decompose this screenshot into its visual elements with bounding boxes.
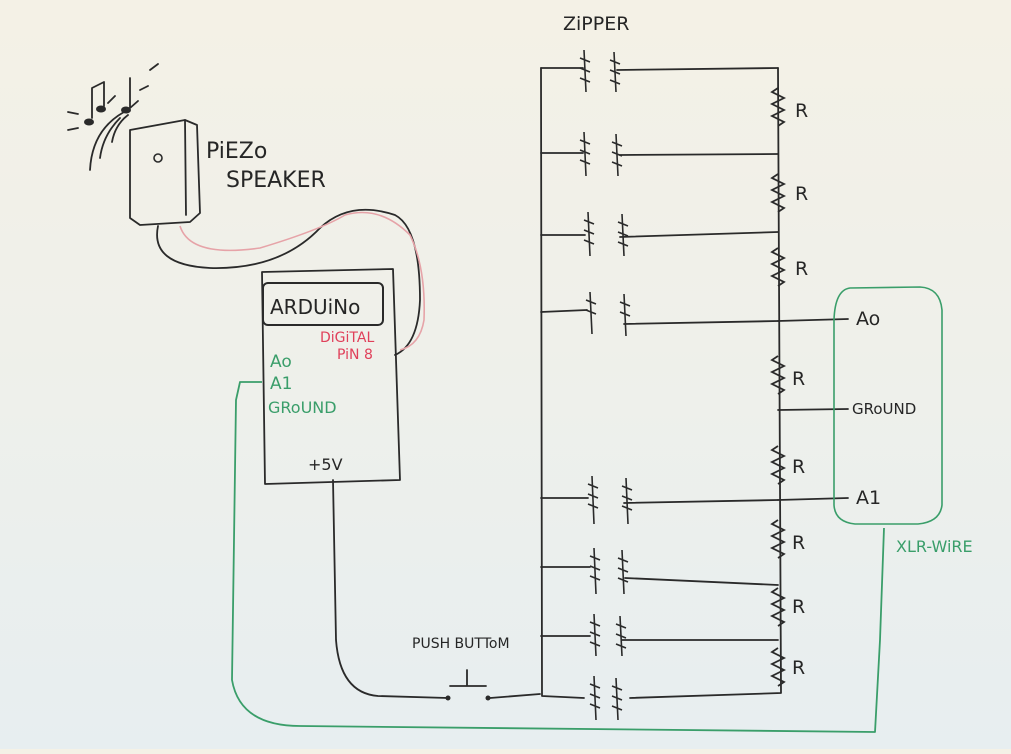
resistor-label: R [792,368,805,390]
pin-a1-label: A1 [270,374,292,394]
ground-pin-label: GRoUND [268,398,337,417]
piezo-wire-black [156,208,421,356]
xlr-ground-label: GRoUND [852,400,916,418]
digital-label: DiGiTAL [320,330,374,346]
resistor-label: R [792,532,805,554]
resistors [769,87,787,687]
arduino-board [261,268,401,485]
tap-a0-wire [777,318,849,322]
resistor-label: R [795,258,808,280]
push-button-label: PUSH BUTToM [412,636,510,652]
arduino-label: ARDUiNo [270,295,360,319]
xlr-a0-label: Ao [856,308,880,330]
resistor-label: R [792,456,805,478]
green-a1-wire [231,381,885,733]
zipper-label: ZiPPER [563,13,629,35]
xlr-a1-label: A1 [856,487,881,509]
resistor-label: R [792,596,805,618]
zipper-teeth [579,49,633,721]
plus5v-label: +5V [308,455,343,474]
zipper-rungs [540,67,779,641]
resistor-labels: R R R R R R R R [792,100,808,679]
zipper-left-rail [540,67,585,699]
resistor-label: R [792,657,805,679]
pin8-label: PiN 8 [337,347,373,363]
push-button [445,669,541,701]
piezo-label-line1: PiEZo [206,139,267,164]
piezo-speaker [67,63,201,226]
pin-a0-label: Ao [270,352,292,372]
piezo-label-line2: SPEAKER [226,168,326,193]
tap-a1-wire [777,497,849,501]
xlr-connector-outline [833,286,943,525]
plus5v-wire [332,479,449,699]
resistor-label: R [795,183,808,205]
xlr-wire-label: XLR-WiRE [896,537,973,556]
resistor-label: R [795,100,808,122]
piezo-wire-red [179,211,426,351]
tap-ground-wire [777,408,849,411]
zipper-right-rail [629,67,782,699]
